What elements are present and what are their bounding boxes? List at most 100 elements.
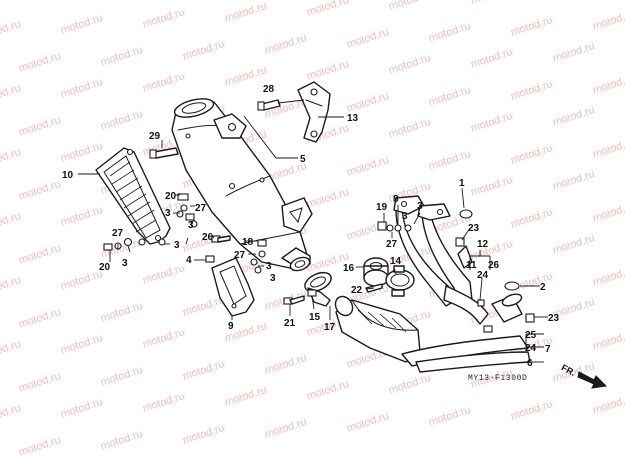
watermark-text: motod.ru xyxy=(59,268,104,293)
callout-6: 6 xyxy=(527,358,533,369)
watermark-text: motod.ru xyxy=(141,70,186,95)
watermark-text: motod.ru xyxy=(591,72,625,97)
watermark-text: motod.ru xyxy=(551,232,596,257)
watermark-text: motod.ru xyxy=(59,76,104,101)
watermark-text: motod.ru xyxy=(387,116,432,141)
callout-17: 17 xyxy=(324,322,336,333)
callout-3e: 3 xyxy=(402,211,408,222)
watermark-text: motod.ru xyxy=(345,26,390,51)
callout-27c: 27 xyxy=(386,239,398,250)
callout-3b: 3 xyxy=(188,220,194,231)
watermark-text: motod.ru xyxy=(181,422,226,447)
callout-7: 7 xyxy=(545,344,551,355)
callout-13: 13 xyxy=(347,113,359,124)
watermark-text: motod.ru xyxy=(0,402,22,427)
callout-8: 8 xyxy=(393,194,399,205)
watermark-text: motod.ru xyxy=(263,32,308,57)
watermark-text: motod.ru xyxy=(17,306,62,331)
watermark-text: motod.ru xyxy=(469,0,514,7)
muffler-bracket-part-13 xyxy=(297,81,331,143)
watermark-text: motod.ru xyxy=(17,114,62,139)
watermark-text: motod.ru xyxy=(59,140,104,165)
watermark-text: motod.ru xyxy=(141,326,186,351)
watermark-text: motod.ru xyxy=(59,396,104,421)
callout-14: 14 xyxy=(390,256,402,267)
watermark-text: motod.ru xyxy=(17,434,62,459)
watermark-text: motod.ru xyxy=(551,40,596,65)
watermark-text: motod.ru xyxy=(305,186,350,211)
leader-lines xyxy=(78,99,548,363)
watermark-text: motod.ru xyxy=(141,6,186,31)
watermark-text: motod.ru xyxy=(427,20,472,45)
callout-10: 10 xyxy=(62,170,74,181)
callout-20b: 20 xyxy=(99,262,111,273)
watermark-text: motod.ru xyxy=(141,262,186,287)
callout-22: 22 xyxy=(351,285,363,296)
callout-27a: 27 xyxy=(195,203,207,214)
callout-29: 29 xyxy=(149,131,161,142)
watermark-text: motod.ru xyxy=(17,370,62,395)
watermark-text: motod.ru xyxy=(17,178,62,203)
watermark-text: motod.ru xyxy=(387,0,432,13)
watermark-text: motod.ru xyxy=(141,390,186,415)
callout-25: 25 xyxy=(525,330,537,341)
callout-3d: 3 xyxy=(270,273,276,284)
watermark-text: motod.ru xyxy=(0,274,22,299)
watermark-text: motod.ru xyxy=(551,168,596,193)
watermark-text: motod.ru xyxy=(427,404,472,429)
watermark-text: motod.ru xyxy=(591,200,625,225)
watermark-text: motod.ru xyxy=(263,416,308,441)
watermark-text: motod.ru xyxy=(387,372,432,397)
watermark-text: motod.ru xyxy=(99,364,144,389)
watermark-text: motod.ru xyxy=(509,78,554,103)
callout-11: 11 xyxy=(466,260,477,271)
watermark-text: motod.ru xyxy=(0,146,22,171)
callout-19: 19 xyxy=(376,202,388,213)
callout-16: 16 xyxy=(343,263,355,274)
callout-28: 28 xyxy=(263,84,275,95)
hardware-group xyxy=(103,99,535,333)
watermark-text: motod.ru xyxy=(181,358,226,383)
callout-4: 4 xyxy=(186,255,192,266)
callout-12: 12 xyxy=(477,239,489,250)
gasket-part-16 xyxy=(363,257,389,287)
watermark-text: motod.ru xyxy=(469,46,514,71)
diagram-code: MY13-F1300D xyxy=(468,374,527,383)
watermark-text: motod.ru xyxy=(591,392,625,417)
watermark-text: motod.ru xyxy=(427,148,472,173)
watermark-text: motod.ru xyxy=(0,18,22,43)
front-direction-indicator: FR. xyxy=(560,362,608,389)
watermark-text: motod.ru xyxy=(591,328,625,353)
watermark-text: motod.ru xyxy=(99,108,144,133)
watermark-text: motod.ru xyxy=(345,154,390,179)
watermark-text: motod.ru xyxy=(223,0,268,25)
callout-3f: 3 xyxy=(417,201,423,212)
watermark-text: motod.ru xyxy=(427,84,472,109)
watermark-text: motod.ru xyxy=(223,64,268,89)
watermark-text: motod.ru xyxy=(509,398,554,423)
watermark-text: motod.ru xyxy=(469,110,514,135)
callout-3g: 3 xyxy=(122,258,128,269)
watermark-text: motod.ru xyxy=(305,0,350,19)
watermark-text: motod.ru xyxy=(387,52,432,77)
callout-9: 9 xyxy=(228,321,234,332)
watermark-text: motod.ru xyxy=(263,352,308,377)
callout-18: 18 xyxy=(242,237,254,248)
watermark-text: motod.ru xyxy=(591,136,625,161)
watermark-text: motod.ru xyxy=(591,264,625,289)
callout-5: 5 xyxy=(300,154,306,165)
exhaust-pipe-part-6 xyxy=(334,195,531,373)
callout-23b: 23 xyxy=(548,313,560,324)
watermark-text: motod.ru xyxy=(469,174,514,199)
callout-3a: 3 xyxy=(165,208,171,219)
watermark-text: motod.ru xyxy=(99,300,144,325)
watermark-text: motod.ru xyxy=(0,338,22,363)
watermark-text: motod.ru xyxy=(59,332,104,357)
callout-24a: 24 xyxy=(477,270,489,281)
callout-27b: 27 xyxy=(234,250,246,261)
watermark-text: motod.ru xyxy=(345,410,390,435)
watermark-text: motod.ru xyxy=(305,58,350,83)
watermark-text: motod.ru xyxy=(345,90,390,115)
